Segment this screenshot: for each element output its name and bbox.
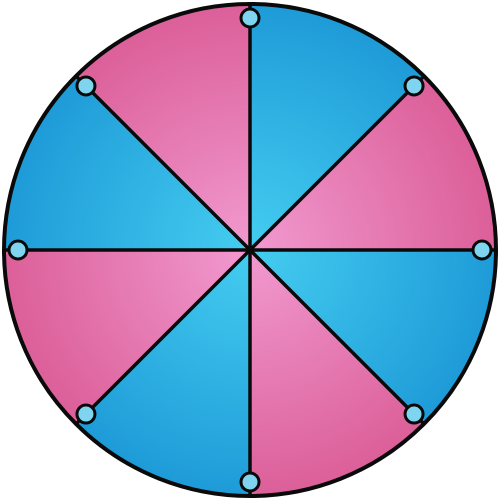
- wheel-segment-blue: [250, 4, 424, 250]
- wheel-peg: [239, 471, 261, 493]
- wheel-peg: [471, 239, 493, 261]
- wheel-peg: [403, 75, 425, 97]
- wheel-peg: [75, 403, 97, 425]
- wheel-divider-line: [248, 248, 426, 426]
- wheel-divider-line: [74, 248, 252, 426]
- wheel-segment-blue: [250, 250, 496, 424]
- wheel-peg: [7, 239, 29, 261]
- wheel-divider-line: [248, 74, 426, 252]
- wheel-dividers: [4, 4, 496, 496]
- wheel-peg: [403, 403, 425, 425]
- wheel-divider-line: [74, 74, 252, 252]
- wheel-pegs: [7, 7, 493, 493]
- wheel-segments: [4, 4, 496, 496]
- wheel-segment-pink: [76, 4, 251, 250]
- wheel-hub: [246, 246, 254, 254]
- wheel-segment-pink: [4, 250, 250, 424]
- wheel-peg: [239, 7, 261, 29]
- wheel-segment-pink: [250, 76, 496, 251]
- wheel-peg: [75, 75, 97, 97]
- wheel-segment-blue: [76, 250, 251, 496]
- wheel-segment-blue: [4, 76, 250, 251]
- wheel-segment-pink: [250, 250, 424, 496]
